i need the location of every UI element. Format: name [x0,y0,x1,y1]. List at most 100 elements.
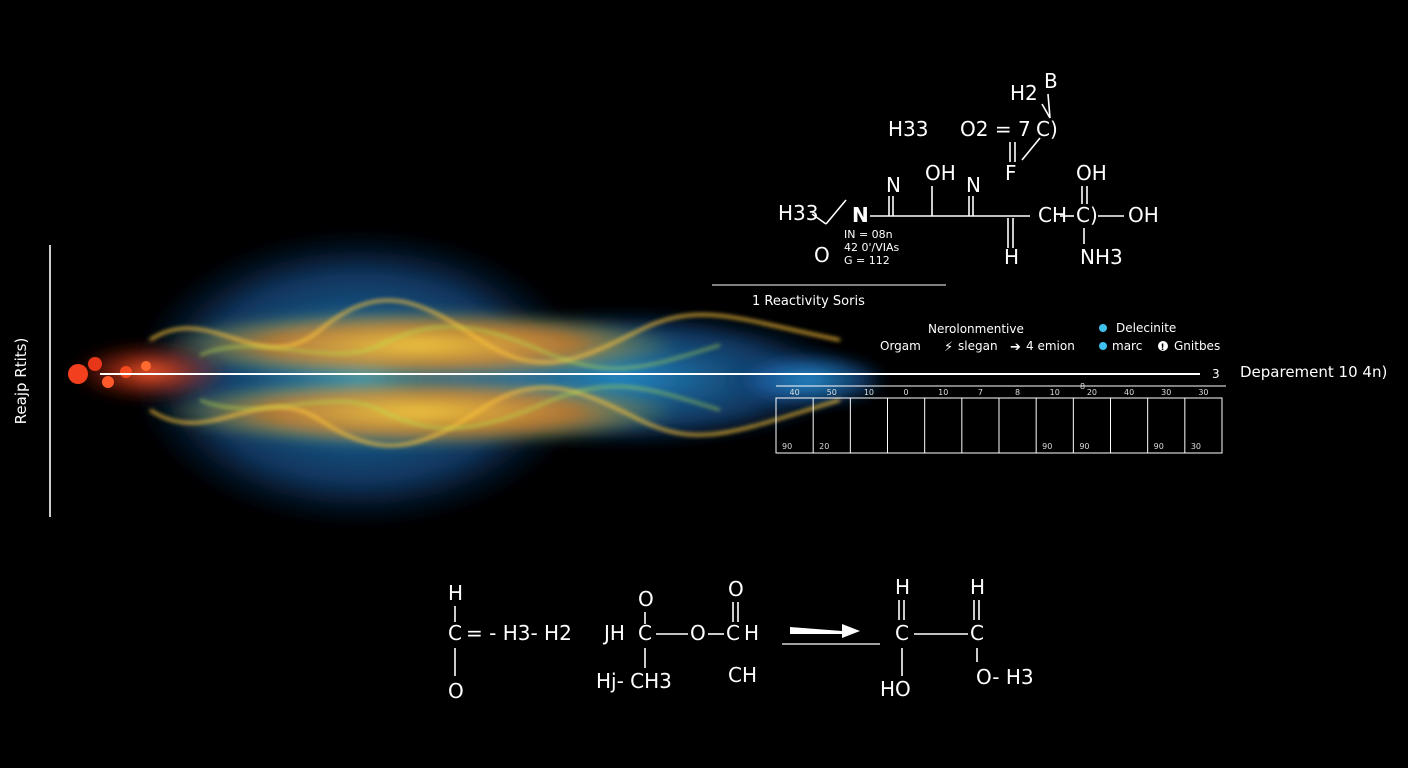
atom-nh3: NH3 [1080,245,1123,269]
atom-oh-top: OH [925,161,956,185]
r2-h: H [744,621,759,645]
bead [102,376,114,388]
p-h2: H [970,575,985,599]
bond [811,213,827,225]
atom-c-right: C) [1076,203,1098,227]
y-axis-label: Reajp Rtits) [12,338,30,425]
bead [120,366,132,378]
right-label: Deparement 10 4n) [1240,363,1387,381]
bead [68,364,88,384]
r2-o-mid: O [690,621,706,645]
atom-b: B [1044,69,1058,93]
baseline-end-value: 3 [1212,367,1220,381]
wave-core-upper [160,310,680,380]
r2-o-top: O [638,587,654,611]
grid-footer-cell: 20 [819,442,829,451]
grid-header-cell: 30 [1198,388,1208,397]
atom-o-ring: O [814,243,830,267]
atom-n-left: N [886,173,901,197]
series-title: 1 Reactivity Soris [752,294,865,309]
dot-icon [1099,342,1107,350]
value-grid: 8 40 50 10 0 10 7 8 10 20 40 30 30 90 20 90 90 90 30 [775,382,1226,454]
atom-n-mid: N [966,173,981,197]
p-oh3: O- H3 [976,665,1034,689]
bond [1021,137,1041,161]
wave-cloud-tip [730,352,890,408]
atom-c-circled: C) [1036,117,1058,141]
r1-o: O [448,679,464,703]
reaction-arrow-icon [790,624,860,638]
atom-n-bold: N [852,203,869,227]
grid-header-cell: 10 [938,388,948,397]
p-h1: H [895,575,910,599]
wave-line-green-low [199,385,721,429]
dot-icon [1099,324,1107,332]
grid-header-cell: 8 [1015,388,1020,397]
bond [825,199,847,225]
r2-o-right: O [728,577,744,601]
r2-jh: JH [602,621,625,645]
p-c1: C [895,621,909,645]
legend-item-orgam: Orgam [880,339,921,353]
atom-h3-top-left: H33 [888,117,929,141]
grid-header-cell: 10 [864,388,874,397]
atom-h3-mid: H33 [778,201,819,225]
alert-icon [1158,341,1168,351]
legend-item-marc: marc [1112,339,1142,353]
r1-rest: = - H3- H2 [466,621,572,645]
grid-header-cell: 40 [1124,388,1134,397]
wave-line-green [199,326,721,370]
bolt-icon: ⚡ [944,340,953,355]
grid-header-cell: 7 [978,388,983,397]
p-c2: C [970,621,984,645]
r2-sub: Hj- CH3 [596,669,672,693]
grid-footer-cell: 90 [1042,442,1052,451]
grid-header-extra: 8 [1080,382,1085,391]
legend: Nerolonmentive Orgam ⚡ slegan ➔ 4 emion … [880,321,1220,355]
r1-h: H [448,581,463,605]
grid-footer-cell: 30 [1191,442,1201,451]
grid-header-cell: 0 [904,388,909,397]
r2-c2: C [726,621,740,645]
grid-footer-cell: 90 [1079,442,1089,451]
bead [88,357,102,371]
wave-core-lower [160,377,680,447]
atom-oh-right-top: OH [1076,161,1107,185]
note-2: 42 0'/VIAs [844,241,900,254]
grid-footer-cell: 90 [782,442,792,451]
atom-h2: H2 [1010,81,1038,105]
legend-item-gnitbes: Gnitbes [1174,339,1220,353]
grid-header-cell: 40 [789,388,799,397]
note-1: IN = 08n [844,228,893,241]
note-3: G = 112 [844,254,890,267]
bond [1047,93,1051,119]
wave-hot-left [70,342,230,402]
bond [1041,103,1051,119]
r1-c: C [448,621,462,645]
grid-header-cell: 50 [827,388,837,397]
atom-ch-chain: CH [1038,203,1067,227]
arrow-right-icon: ➔ [1010,340,1021,355]
grid-header-cell: 20 [1087,388,1097,397]
atom-h-under: H [1004,245,1019,269]
grid-footer-cell: 90 [1154,442,1164,451]
grid-header-cell: 30 [1161,388,1171,397]
wave-line-top [149,299,841,364]
atom-o2-eq: O2 = 7 [960,117,1031,141]
reaction-scheme: H C = - H3- H2 O JH O C O C H O Hj- CH3 … [448,575,1034,703]
legend-item-delecinite: Delecinite [1116,321,1176,335]
bead [141,361,151,371]
legend-group-title: Nerolonmentive [928,322,1024,336]
top-molecule: H2 B H33 O2 = 7 C) F N OH N OH H33 N CH … [778,69,1159,269]
atom-oh-right: OH [1128,203,1159,227]
legend-item-slegan: slegan [958,339,998,353]
legend-item-emion: 4 emion [1026,339,1075,353]
p-ho: HO [880,677,911,701]
r2-ch: CH [728,663,757,687]
grid-header-cell: 10 [1050,388,1060,397]
atom-f: F [1005,161,1017,185]
wave-line-bottom [149,386,841,447]
alert-icon-mark: ! [1161,343,1165,353]
r2-c: C [638,621,652,645]
